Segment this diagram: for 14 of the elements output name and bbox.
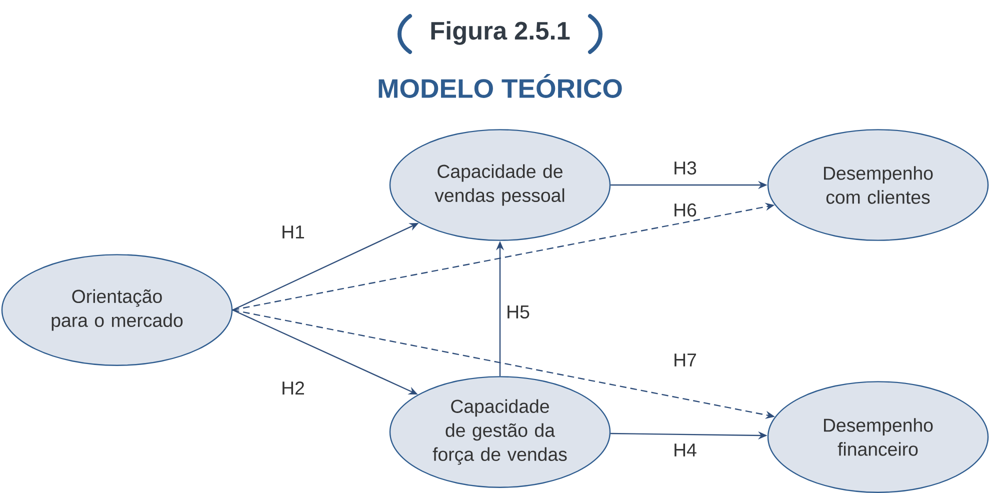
edge-label: H5 [508, 306, 530, 319]
edge-label: H3 [674, 161, 696, 175]
ellipse-node: Capacidade de vendas pessoal [389, 129, 611, 241]
edge-label: H1 [282, 226, 304, 238]
ellipse-node: Desempenho financeiro [767, 381, 989, 493]
ellipse-node: Capacidade de gestão da força de vendas [389, 376, 611, 488]
edge-label: H4 [674, 444, 696, 456]
ellipse-node: Orientação para o mercado [1, 254, 233, 366]
title: MODELO TEÓRICO [378, 74, 622, 98]
edge-label: H7 [674, 354, 696, 366]
ellipse-node: Desempenho com clientes [767, 129, 989, 241]
figure-number: Figura 2.5.1 [431, 21, 570, 45]
edge-label: H6 [674, 203, 696, 217]
edge-label: H2 [282, 381, 304, 395]
